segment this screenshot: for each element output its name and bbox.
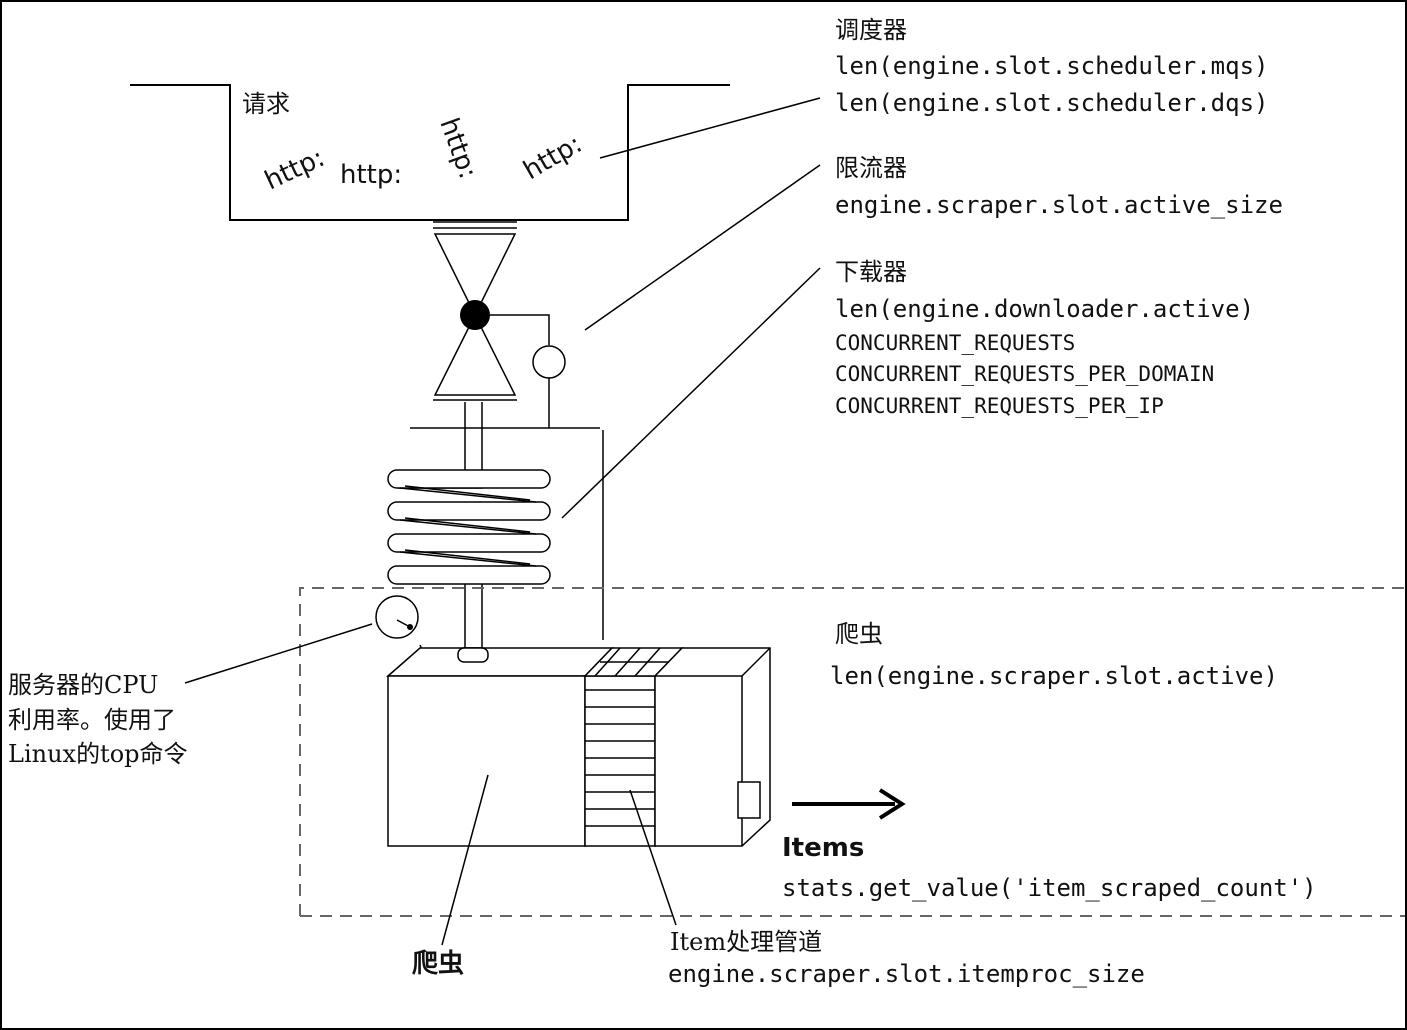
items-title: Items xyxy=(782,833,864,863)
downloader-coil xyxy=(387,402,551,663)
downloader-line-2: CONCURRENT_REQUESTS xyxy=(835,331,1075,355)
valve-knob-icon xyxy=(460,300,490,330)
output-port xyxy=(737,781,761,819)
downloader-line-4: CONCURRENT_REQUESTS_PER_IP xyxy=(835,394,1164,418)
scheduler-line-2: len(engine.slot.scheduler.dqs) xyxy=(835,89,1268,117)
cpu-line-3: Linux的top命令 xyxy=(8,740,188,768)
request-url-1: http: xyxy=(260,143,329,196)
downloader-line-1: len(engine.downloader.active) xyxy=(835,295,1254,323)
leader-pipeline xyxy=(629,789,677,926)
leader-spider xyxy=(441,774,489,946)
spider-machine xyxy=(386,647,771,847)
spider-box-line-1: len(engine.scraper.slot.active) xyxy=(830,662,1278,690)
request-url-3: http: xyxy=(433,114,482,183)
cpu-line-2: 利用率。使用了 xyxy=(8,706,176,734)
throttler-valve xyxy=(433,221,566,428)
leader-scheduler xyxy=(599,97,821,159)
pipeline-ribs xyxy=(584,675,656,847)
items-line-1: stats.get_value('item_scraped_count') xyxy=(782,874,1317,902)
downloader-line-3: CONCURRENT_REQUESTS_PER_DOMAIN xyxy=(835,362,1214,386)
downloader-title: 下载器 xyxy=(835,258,907,286)
cpu-line-1: 服务器的CPU xyxy=(8,671,158,699)
request-url-4: http: xyxy=(519,129,588,186)
scheduler-line-1: len(engine.slot.scheduler.mqs) xyxy=(835,52,1268,80)
throttler-line-1: engine.scraper.slot.active_size xyxy=(835,191,1283,219)
spider-box-top xyxy=(299,587,1405,916)
throttler-title: 限流器 xyxy=(835,154,907,182)
spider-box-title: 爬虫 xyxy=(835,620,883,648)
leader-downloader xyxy=(561,267,821,519)
spider-label: 爬虫 xyxy=(412,949,464,979)
arrow-head-icon xyxy=(878,788,906,820)
scheduler-title: 调度器 xyxy=(835,16,907,44)
request-url-2: http: xyxy=(340,160,402,190)
requests-title: 请求 xyxy=(242,90,290,118)
leader-throttler xyxy=(584,164,821,331)
leader-cpu xyxy=(184,623,373,684)
request-queue-tray xyxy=(130,84,730,221)
pipeline-line-1: engine.scraper.slot.itemproc_size xyxy=(668,960,1145,988)
cpu-gauge-icon xyxy=(375,595,419,639)
throttle-gauge-icon xyxy=(532,345,566,379)
pipeline-title: Item处理管道 xyxy=(670,928,822,956)
